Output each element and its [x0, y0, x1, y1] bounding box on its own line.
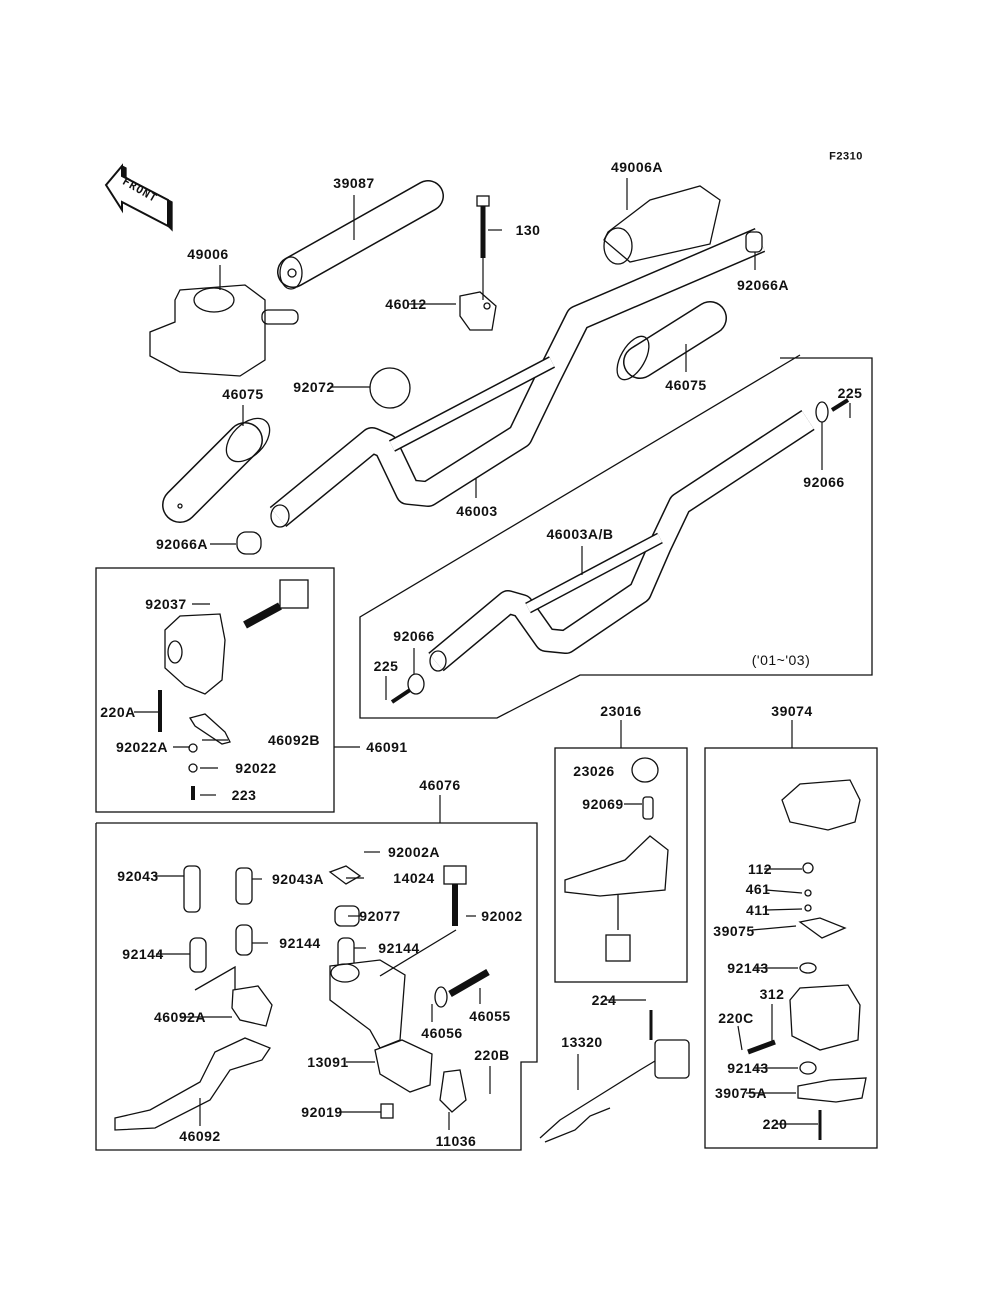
- part-number-callout: 46092: [179, 1128, 221, 1144]
- throttle-housing-frame: [704, 747, 878, 1149]
- part-number-callout: 39074: [771, 703, 813, 719]
- part-number-callout: 220B: [474, 1047, 510, 1063]
- switch-assembly-frame: [95, 567, 335, 813]
- part-number-callout: 92019: [301, 1104, 343, 1120]
- part-number-callout: 92022A: [115, 739, 169, 755]
- part-number-callout: 92043A: [271, 871, 325, 887]
- part-number-callout: 92037: [145, 596, 187, 612]
- alt-handlebar-frame: [359, 354, 873, 719]
- lever-assembly-46076: [114, 865, 490, 1131]
- handlebar-46003: [269, 228, 766, 528]
- part-number-callout: 130: [515, 222, 541, 238]
- throttle-housing-39074: [747, 779, 867, 1140]
- part-number-callout: 14024: [393, 870, 435, 886]
- part-number-callout: 312: [759, 986, 785, 1002]
- part-number-callout: 46003: [456, 503, 498, 519]
- part-number-callout: 49006A: [610, 159, 664, 175]
- bracket-23016: [564, 757, 669, 962]
- part-number-callout: 46003A/B: [546, 526, 614, 542]
- year-note: ('01~'03): [751, 652, 811, 668]
- grip-left: [162, 417, 271, 523]
- part-number-callout: 92066A: [736, 277, 790, 293]
- part-number-callout: 39075: [713, 923, 755, 939]
- pad-39087: [277, 180, 444, 290]
- part-number-callout: 411: [745, 902, 771, 918]
- part-number-callout: 92143: [727, 960, 769, 976]
- lever-assembly-frame: [95, 822, 538, 1151]
- part-number-callout: 23016: [600, 703, 642, 719]
- part-number-callout: 23026: [573, 763, 615, 779]
- part-number-callout: 46056: [421, 1025, 463, 1041]
- part-number-callout: 46092A: [153, 1009, 207, 1025]
- part-number-callout: 92077: [359, 908, 401, 924]
- part-number-callout: 39087: [333, 175, 375, 191]
- cable-13320: [539, 1010, 690, 1143]
- part-number-callout: 220: [762, 1116, 788, 1132]
- part-number-callout: 46075: [665, 377, 707, 393]
- part-number-callout: 225: [373, 658, 399, 674]
- leader-lines: [134, 178, 851, 1130]
- front-arrow-icon: [104, 163, 173, 232]
- part-number-callout: 13091: [307, 1054, 349, 1070]
- plug-92066a-right: [745, 231, 763, 253]
- part-number-callout: 223: [231, 787, 257, 803]
- part-number-callout: 49006: [187, 246, 229, 262]
- handlebar-46003ab: [428, 409, 815, 672]
- part-number-callout: 11036: [435, 1133, 477, 1149]
- switch-46091: [158, 579, 309, 800]
- part-number-callout: 92002A: [387, 844, 441, 860]
- part-number-callout: 92069: [582, 796, 624, 812]
- part-number-callout: 39075A: [714, 1085, 768, 1101]
- part-number-callout: 220C: [718, 1010, 754, 1026]
- grip-right: [616, 301, 727, 381]
- plug-92066a-left: [236, 531, 262, 555]
- switch-49006: [149, 284, 299, 377]
- part-number-callout: 92144: [378, 940, 420, 956]
- part-number-callout: 92022: [235, 760, 277, 776]
- part-number-callout: 92043: [117, 868, 159, 884]
- part-number-callout: 92072: [293, 379, 335, 395]
- clamp-46012: [459, 291, 497, 331]
- part-number-callout: 92066: [393, 628, 435, 644]
- part-number-callout: 92143: [727, 1060, 769, 1076]
- part-number-callout: 92066: [803, 474, 845, 490]
- part-number-callout: 92002: [481, 908, 523, 924]
- part-number-callout: 92066A: [155, 536, 209, 552]
- part-number-callout: 225: [837, 385, 863, 401]
- part-number-callout: 46091: [366, 739, 408, 755]
- part-number-callout: 92144: [279, 935, 321, 951]
- part-number-callout: 13320: [561, 1034, 603, 1050]
- diagram-code: F2310: [829, 150, 863, 163]
- throttle-49006a: [603, 185, 721, 265]
- part-number-callout: 46076: [419, 777, 461, 793]
- part-number-callout: 92144: [122, 946, 164, 962]
- part-number-callout: 220A: [100, 704, 136, 720]
- part-number-callout: 224: [591, 992, 617, 1008]
- part-number-callout: 46012: [385, 296, 427, 312]
- part-number-callout: 46075: [222, 386, 264, 402]
- part-number-callout: 461: [745, 881, 771, 897]
- part-number-callout: 112: [747, 861, 773, 877]
- part-number-callout: 46092B: [267, 732, 321, 748]
- part-number-callout: 46055: [469, 1008, 511, 1024]
